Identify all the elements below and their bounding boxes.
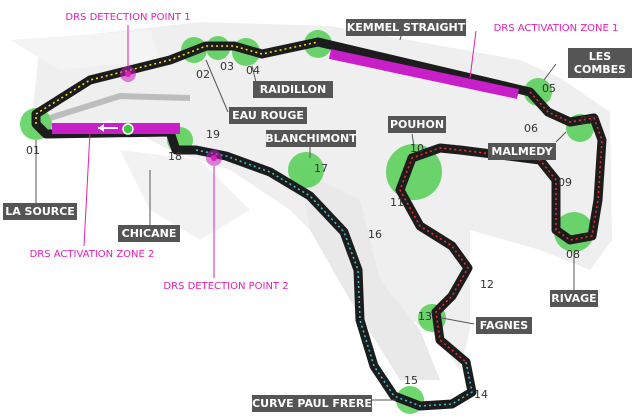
label-box-les-combes (568, 48, 632, 78)
start-line-icon (122, 123, 134, 135)
sector1-dots (35, 41, 319, 124)
label-malmedy: MALMEDY (491, 145, 553, 158)
terrain-background (10, 22, 612, 380)
turn-06: 06 (524, 122, 538, 135)
turn-03: 03 (220, 60, 234, 73)
label-box-curve-paul-frere (252, 395, 372, 412)
label-box-fagnes (476, 317, 532, 334)
turn-02: 02 (196, 68, 210, 81)
label-chicane: CHICANE (122, 227, 177, 240)
label-blanchimont: BLANCHIMONT (265, 132, 357, 145)
label-rivage: RIVAGE (551, 292, 596, 305)
turn-numbers: 01 02 03 04 05 06 07 08 09 10 11 12 13 1… (26, 60, 594, 401)
label-box-kemmel (346, 19, 466, 36)
turn-09: 09 (558, 176, 572, 189)
label-box-pouhon (388, 116, 446, 133)
turn-18: 18 (168, 150, 182, 163)
turn-11: 11 (390, 196, 404, 209)
drs-detection-1-marker (125, 71, 131, 77)
drs-detection-2-marker (211, 155, 217, 161)
turn-07: 07 (580, 114, 594, 127)
corner-labels: LA SOURCE EAU ROUGE RAIDILLON KEMMEL STR… (5, 21, 626, 410)
turn-14: 14 (474, 388, 488, 401)
pit-lane (49, 92, 191, 121)
direction-arrow-icon (98, 124, 104, 132)
label-box-eau-rouge (229, 107, 307, 124)
turn-13: 13 (418, 310, 432, 323)
label-raidillon: RAIDILLON (260, 83, 326, 96)
label-box-rivage (550, 290, 598, 307)
turn-10: 10 (410, 142, 424, 155)
leader-lines (35, 23, 575, 401)
label-pouhon: POUHON (390, 118, 444, 131)
turn-12: 12 (480, 278, 494, 291)
turn-04: 04 (246, 64, 260, 77)
turn-05: 05 (542, 82, 556, 95)
label-curve-paul-frere: CURVE PAUL FRERE (252, 397, 372, 410)
drs-detection-1-label: DRS DETECTION POINT 1 (65, 12, 190, 23)
corner-zone-17 (288, 152, 324, 188)
label-les: LES (589, 50, 612, 63)
turn-16: 16 (368, 228, 382, 241)
label-box-malmedy (488, 143, 556, 160)
drs-detection-2-label: DRS DETECTION POINT 2 (163, 281, 288, 292)
turn-17: 17 (314, 162, 328, 175)
label-fagnes: FAGNES (480, 319, 529, 332)
label-box-chicane (118, 225, 180, 242)
label-box-raidillon (253, 81, 333, 98)
drs-labels: DRS DETECTION POINT 1 DRS DETECTION POIN… (30, 12, 619, 292)
drs-zones (52, 49, 520, 135)
turn-01: 01 (26, 144, 40, 157)
label-la-source: LA SOURCE (5, 205, 75, 218)
label-combes: COMBES (574, 63, 626, 76)
label-eau-rouge: EAU ROUGE (232, 109, 304, 122)
label-boxes (3, 19, 632, 412)
drs-activation-2-label: DRS ACTIVATION ZONE 2 (30, 249, 155, 260)
drs-detection-points (83, 25, 477, 278)
drs-activation-1-label: DRS ACTIVATION ZONE 1 (494, 23, 619, 34)
turn-08: 08 (566, 248, 580, 261)
label-box-blanchimont (266, 130, 356, 147)
turn-19: 19 (206, 128, 220, 141)
turn-15: 15 (404, 374, 418, 387)
drs-zone-1-bar (328, 49, 520, 99)
label-box-la-source (3, 203, 77, 220)
label-kemmel: KEMMEL STRAIGHT (347, 21, 466, 34)
